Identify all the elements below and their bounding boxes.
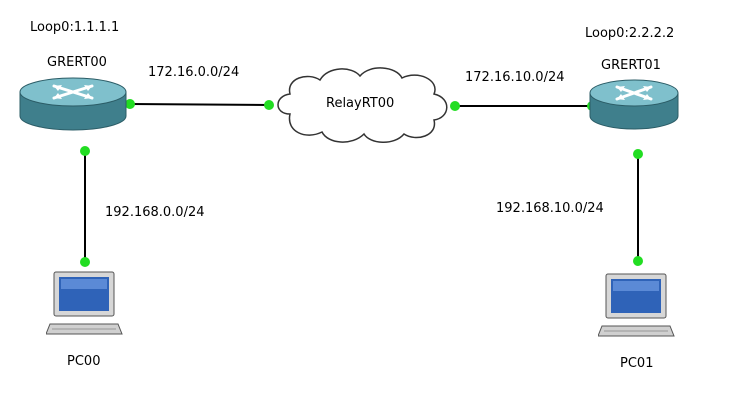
pc-icon[interactable] xyxy=(598,270,676,340)
network-label-lan-right: 192.168.10.0/24 xyxy=(496,201,604,216)
port-dot xyxy=(125,99,135,109)
loopback-label-grert01: Loop0:2.2.2.2 xyxy=(585,26,675,41)
port-dot xyxy=(80,146,90,156)
port-dot xyxy=(633,256,643,266)
router-icon[interactable] xyxy=(588,78,680,134)
port-dot xyxy=(80,257,90,267)
network-label-lan-left: 192.168.0.0/24 xyxy=(105,205,205,220)
pc-icon[interactable] xyxy=(46,268,124,338)
loopback-label-grert00: Loop0:1.1.1.1 xyxy=(30,20,120,35)
pc-label-pc01: PC01 xyxy=(620,356,654,371)
port-dot xyxy=(264,100,274,110)
link-grert00-relayrt00[interactable] xyxy=(129,103,270,106)
port-dot xyxy=(450,101,460,111)
network-label-wan-left: 172.16.0.0/24 xyxy=(148,65,240,80)
pc-label-pc00: PC00 xyxy=(67,354,101,369)
port-dot xyxy=(633,149,643,159)
router-icon[interactable] xyxy=(18,76,128,134)
router-label-grert01: GRERT01 xyxy=(601,58,661,73)
cloud-label-relayrt00: RelayRT00 xyxy=(326,96,395,111)
network-label-wan-right: 172.16.10.0/24 xyxy=(465,70,565,85)
cloud-icon[interactable] xyxy=(270,62,456,146)
router-label-grert00: GRERT00 xyxy=(47,55,107,70)
